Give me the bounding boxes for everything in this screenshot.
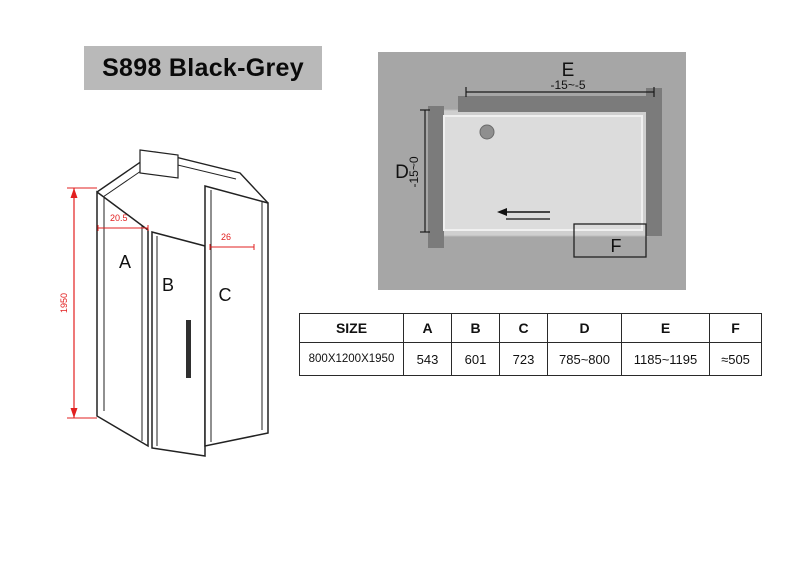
header-b: B <box>451 313 500 343</box>
panel-c <box>204 185 269 447</box>
wall-right <box>646 88 662 236</box>
panel-a <box>96 190 149 448</box>
cell-f: ≈505 <box>709 342 762 376</box>
label-panel-b: B <box>162 275 174 295</box>
cell-b: 601 <box>451 342 500 376</box>
wall-left <box>428 106 444 248</box>
height-dimension: 1950 <box>59 187 97 419</box>
e-range-text: -15~-5 <box>550 78 585 92</box>
tray-inner <box>443 115 643 231</box>
d-range-text: -15~0 <box>407 156 421 187</box>
slide-direction-arrows <box>497 208 550 220</box>
header-size: SIZE <box>299 313 404 343</box>
label-panel-a: A <box>119 252 131 272</box>
top-frame-lines <box>96 149 269 204</box>
title-plate: S898 Black-Grey <box>84 46 322 90</box>
header-e: E <box>621 313 710 343</box>
label-d: D <box>395 162 409 183</box>
panel-b-door <box>151 231 206 457</box>
enclosure-elevation-drawing: 1950 20.5 26 A B C <box>59 149 269 457</box>
header-f: F <box>709 313 762 343</box>
header-d: D <box>547 313 622 343</box>
right-dimension: 26 <box>209 232 255 250</box>
label-f: F <box>611 236 622 256</box>
drain-icon <box>479 124 495 140</box>
dim-height-text: 1950 <box>59 293 69 313</box>
cell-a: 543 <box>403 342 452 376</box>
d-dimension <box>420 109 430 233</box>
door-handle <box>186 320 191 378</box>
top-dimension: 20.5 <box>97 213 149 231</box>
cell-d: 785~800 <box>547 342 622 376</box>
cell-size: 800X1200X1950 <box>299 342 404 376</box>
header-a: A <box>403 313 452 343</box>
header-c: C <box>499 313 548 343</box>
cell-e: 1185~1195 <box>621 342 710 376</box>
table-row: 800X1200X1950 543 601 723 785~800 1185~1… <box>299 342 762 376</box>
table-header-row: SIZE A B C D E F <box>299 313 762 343</box>
top-back-panel <box>139 149 179 179</box>
wall-top <box>458 96 658 112</box>
label-panel-c: C <box>219 285 232 305</box>
cell-c: 723 <box>499 342 548 376</box>
product-title: S898 Black-Grey <box>102 53 304 82</box>
dim-top-text: 20.5 <box>110 213 128 223</box>
door-opening-f <box>573 223 647 258</box>
label-e: E <box>562 60 575 81</box>
plan-view-drawing: E -15~-5 D -15~0 F <box>378 52 686 290</box>
size-table: SIZE A B C D E F 800X1200X1950 543 601 7… <box>299 313 762 376</box>
e-dimension <box>465 87 655 97</box>
dim-right-text: 26 <box>221 232 231 242</box>
